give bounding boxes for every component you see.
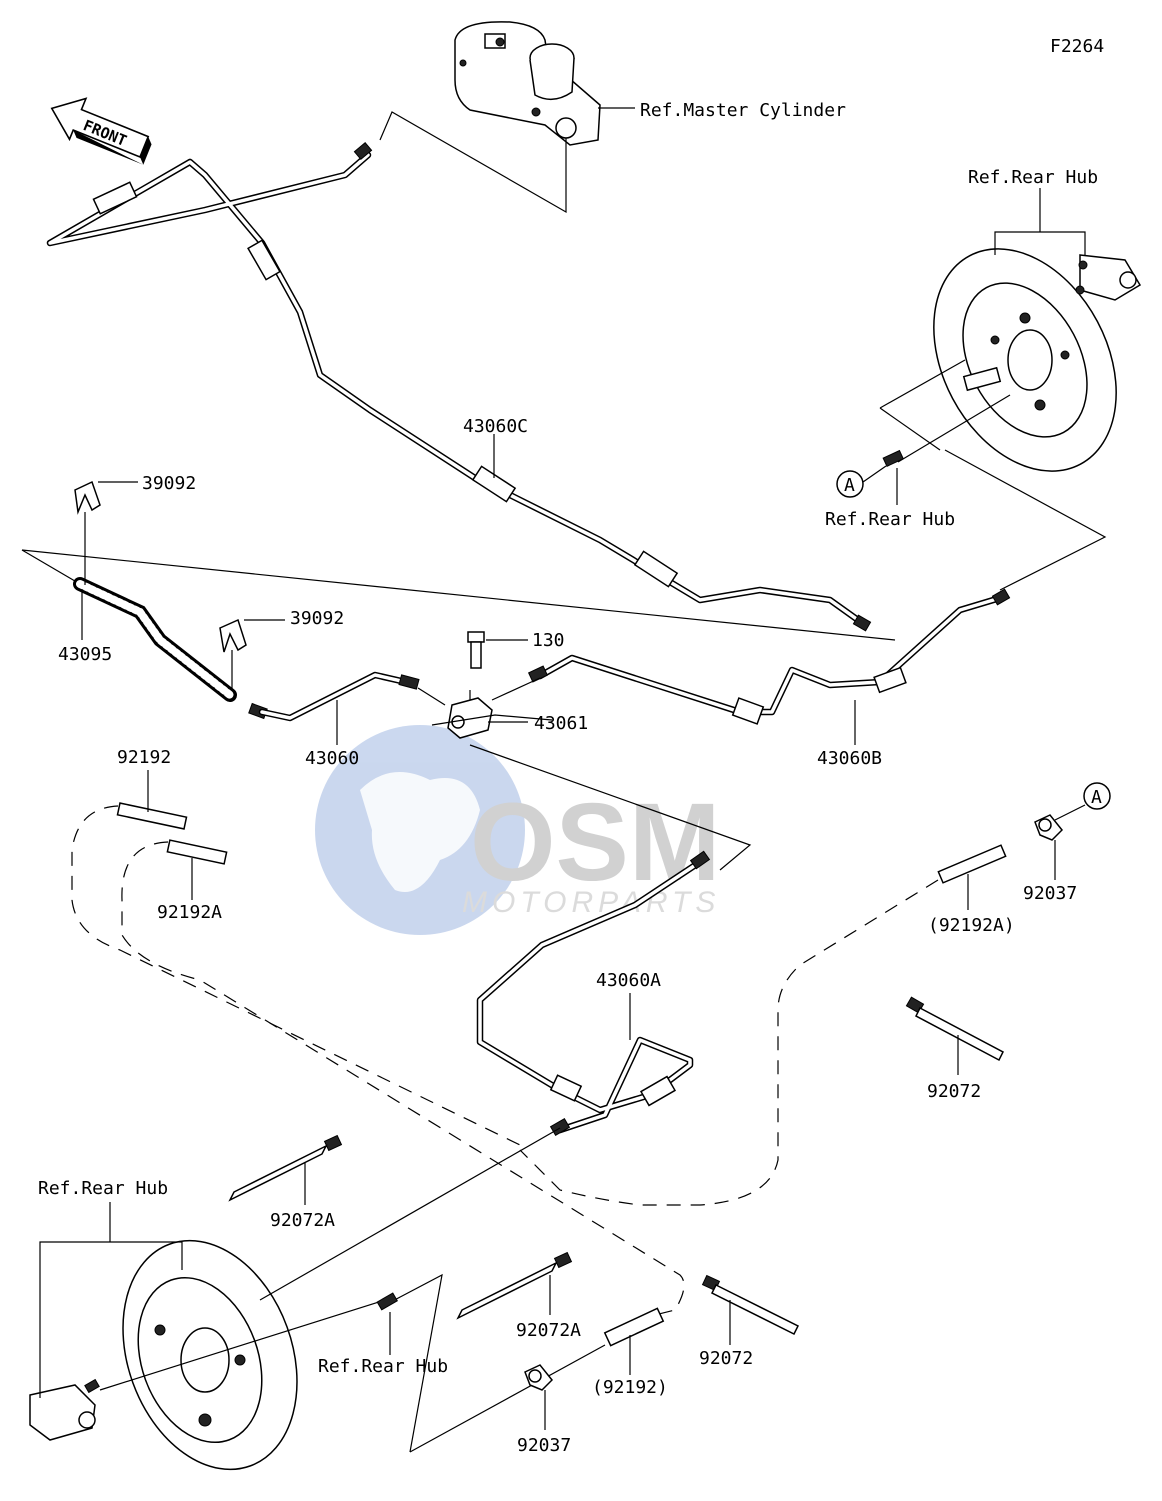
rear-hub-top-label: Ref.Rear Hub — [968, 167, 1098, 188]
label-92072A-bottom: 92072A — [516, 1320, 581, 1341]
sleeve-92192-part — [116, 802, 228, 865]
label-43060B: 43060B — [817, 748, 882, 769]
label-92192A: 92192A — [157, 902, 222, 923]
label-92072-right: 92072 — [927, 1081, 981, 1102]
pipe-43060C — [46, 141, 872, 632]
label-43060: 43060 — [305, 748, 359, 769]
rear-hub-mid-label: Ref.Rear Hub — [825, 509, 955, 530]
rear-hub-fitting-A: A — [836, 449, 904, 498]
label-92072A-left: 92072A — [270, 1210, 335, 1231]
label-39092-top: 39092 — [142, 473, 196, 494]
rear-hub-left-label: Ref.Rear Hub — [38, 1178, 168, 1199]
clamp-92037-bottom-icon — [524, 1364, 554, 1391]
joint-43061-part — [431, 697, 553, 739]
label-43060A: 43060A — [596, 970, 661, 991]
pipe-43060A — [476, 850, 711, 1137]
label-43061: 43061 — [534, 713, 588, 734]
pipe-43060 — [258, 671, 420, 722]
circle-A-right-icon — [1083, 782, 1111, 810]
front-arrow-icon: FRONT — [50, 97, 152, 165]
cable-tie-92072A-left-icon — [228, 1134, 343, 1202]
watermark-brand: OSM — [470, 781, 721, 904]
rear-hub-bottom-label: Ref.Rear Hub — [318, 1356, 448, 1377]
circle-A-icon — [836, 470, 864, 498]
master-cylinder-label: Ref.Master Cylinder — [640, 100, 846, 121]
clamp-92037-right-icon — [1034, 814, 1064, 841]
circle-A-right-label: A — [1091, 787, 1102, 808]
watermark-logo: OSM MOTORPARTS — [315, 725, 721, 935]
clip-39092-top-icon — [74, 480, 101, 515]
label-92192-paren: (92192) — [592, 1377, 668, 1398]
label-43095: 43095 — [58, 644, 112, 665]
rear-hub-top-part — [933, 248, 1142, 472]
sleeve-92192A-right-part — [937, 844, 1007, 884]
bolt-130-part — [467, 631, 485, 669]
label-39092-mid: 39092 — [290, 608, 344, 629]
rear-hub-bottom-part — [29, 1239, 298, 1471]
label-92192A-paren: (92192A) — [928, 915, 1015, 936]
label-92192: 92192 — [117, 747, 171, 768]
master-cylinder-part — [454, 21, 601, 146]
label-92037-right: 92037 — [1023, 883, 1077, 904]
sleeve-92192-bottom-part — [603, 1307, 665, 1347]
watermark-globe — [315, 725, 525, 935]
label-92072-bottom: 92072 — [699, 1348, 753, 1369]
clip-39092-mid-icon — [219, 618, 247, 653]
label-130: 130 — [532, 630, 565, 651]
cable-tie-92072A-bottom-icon — [456, 1251, 573, 1320]
cable-tie-92072-right-icon — [905, 996, 1004, 1062]
figure-id: F2264 — [1050, 36, 1104, 57]
watermark-sub: MOTORPARTS — [462, 886, 720, 919]
cable-tie-92072-bottom-icon — [701, 1274, 800, 1336]
pipe-43060B — [527, 588, 1011, 725]
label-92037-bottom: 92037 — [517, 1435, 571, 1456]
label-43060C: 43060C — [463, 416, 528, 437]
circle-A-label: A — [844, 475, 855, 496]
